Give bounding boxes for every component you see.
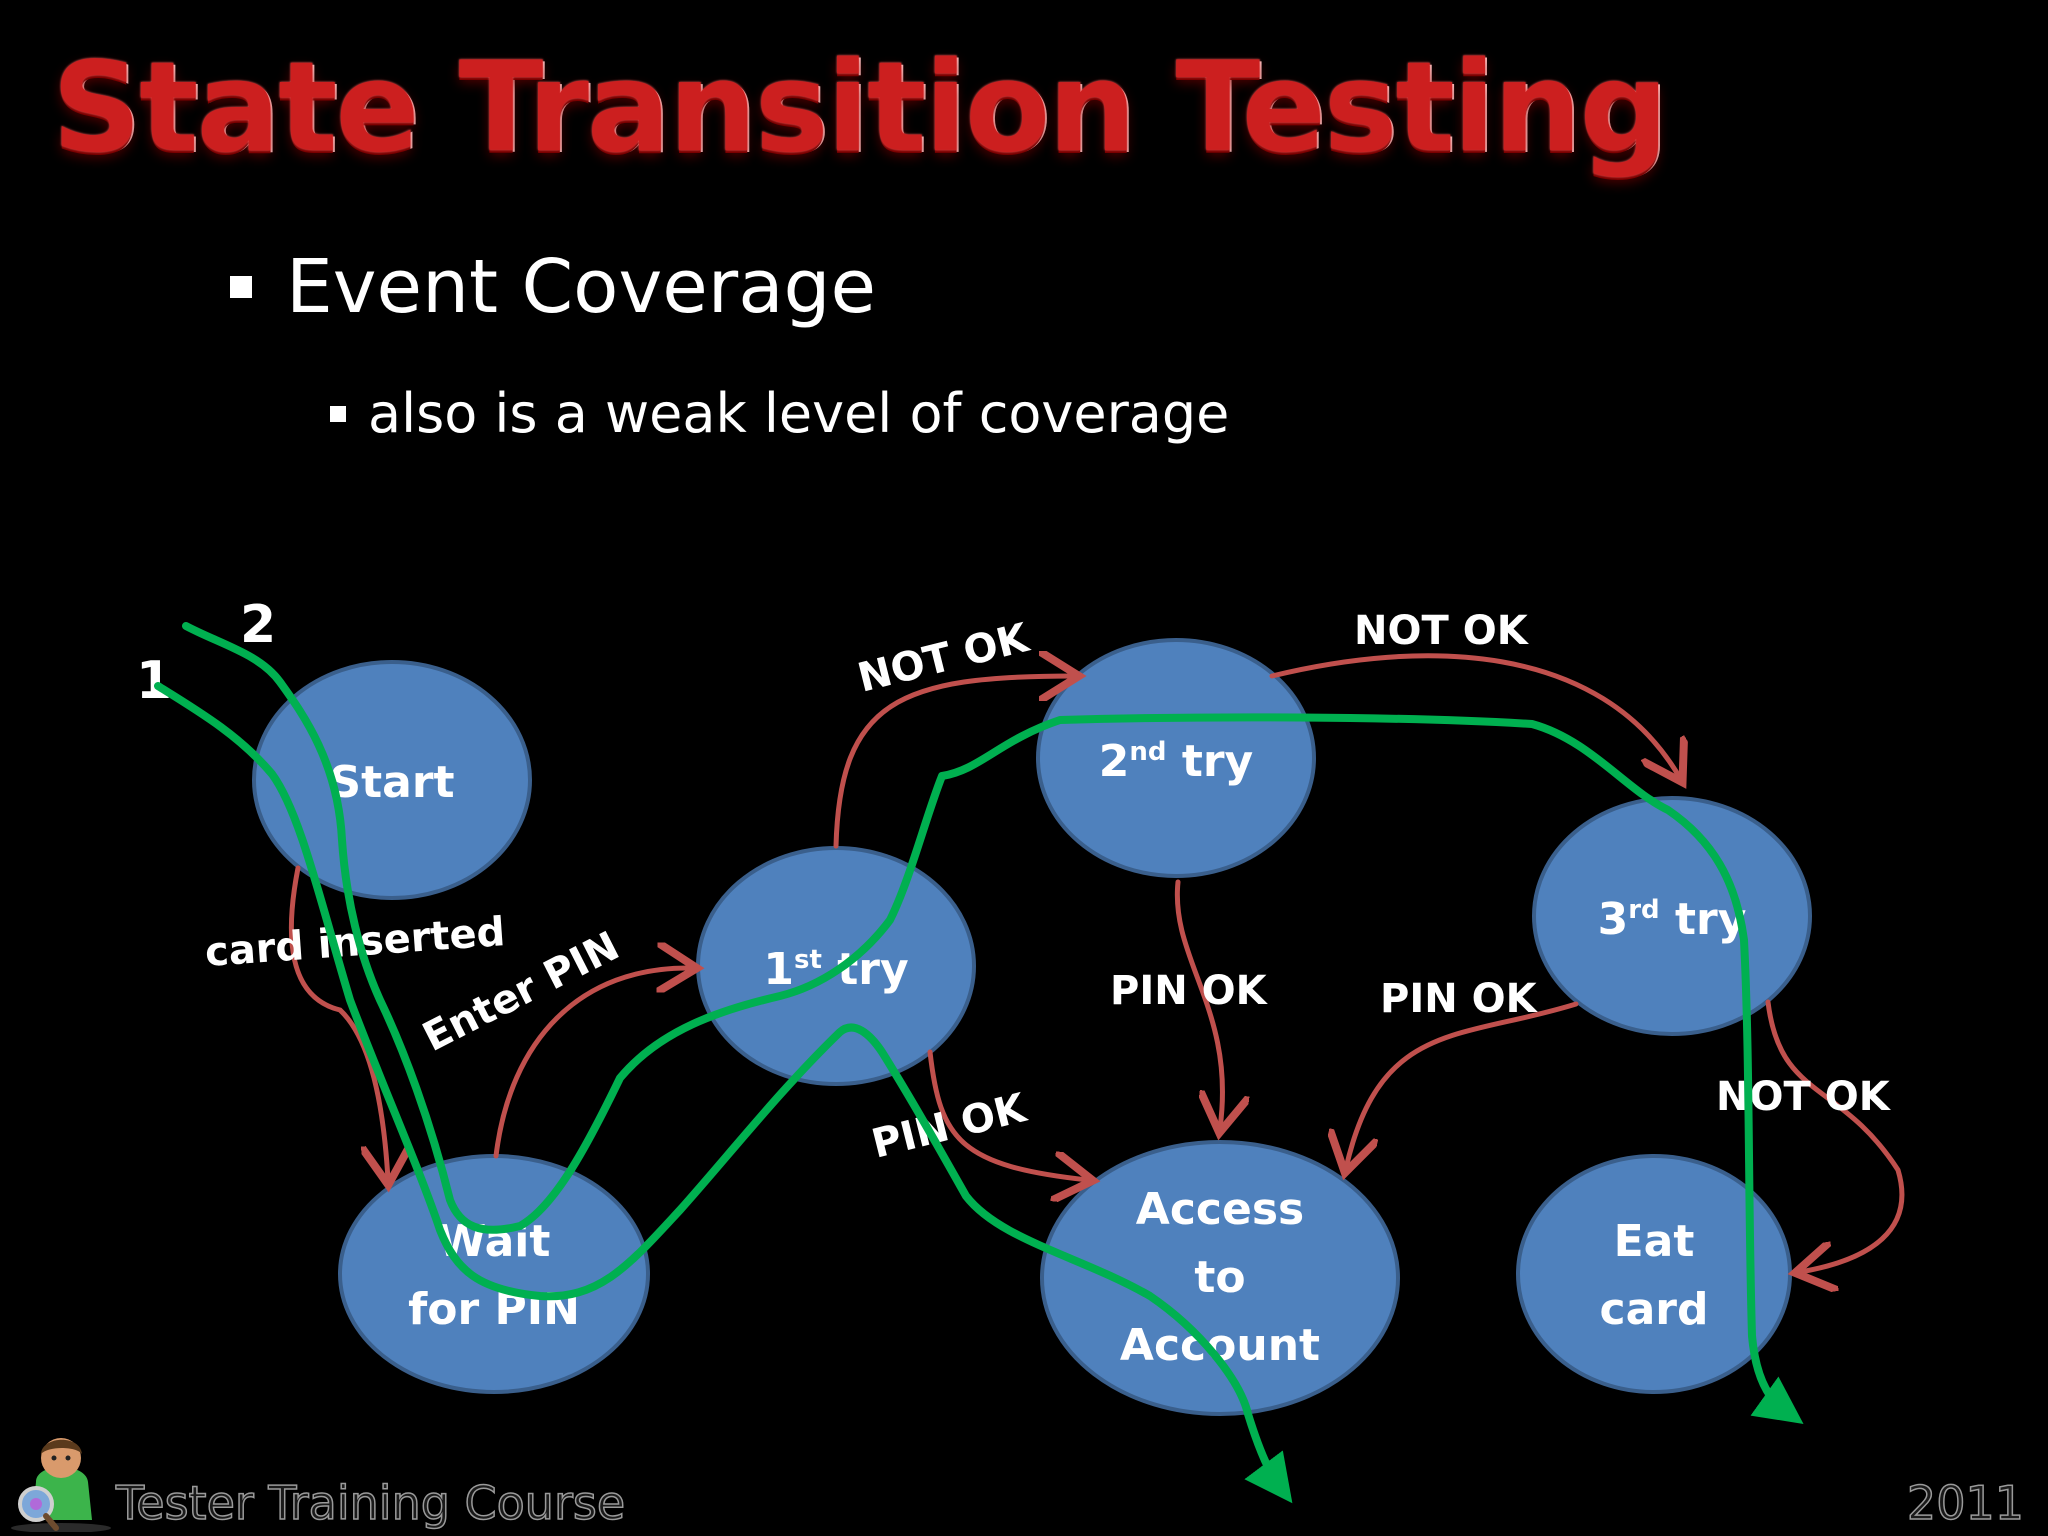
state-label: Eat (1614, 1216, 1695, 1267)
state-label: card (1600, 1284, 1709, 1335)
transition-not-ok-1-arrow (833, 676, 1074, 849)
transition-pin-ok-2-arrow (1174, 879, 1222, 1128)
transition-label-not-ok-3: NOT OK (1716, 1074, 1892, 1120)
ordinal-suffix: st (794, 945, 822, 975)
transition-enter-pin-arrow (493, 968, 692, 1159)
test-path-2 (182, 622, 1804, 1424)
state-label: 2nd try (1099, 736, 1253, 787)
state-label: for PIN (408, 1284, 580, 1335)
transition-not-ok-2-arrow (1269, 653, 1680, 778)
slide-title: State Transition Testing (52, 36, 1668, 180)
transition-label-pin-ok-2: PIN OK (1110, 968, 1269, 1014)
bullet-square-icon (330, 405, 346, 422)
ordinal-number: 1 (763, 944, 794, 995)
ordinal-suffix: rd (1628, 895, 1659, 925)
transition-pin-ok-1-arrow (927, 1049, 1088, 1180)
state-label: to (1194, 1252, 1245, 1303)
transition-not-ok-3-arrow (1765, 999, 1905, 1272)
bullet-event-coverage: Event Coverage (230, 244, 876, 330)
bullet-square-icon (230, 276, 252, 298)
sub-bullet-weak-coverage: also is a weak level of coverage (330, 382, 1229, 445)
transition-label-pin-ok-1: PIN OK (867, 1085, 1032, 1168)
transition-pin-ok-3-arrow (1346, 1001, 1579, 1168)
state-second-try: 2nd try (1036, 638, 1316, 878)
state-wait-for-pin: Wait for PIN (338, 1154, 650, 1394)
test-path-1-label: 1 (136, 651, 172, 711)
state-access-to-account: Access to Account (1040, 1140, 1400, 1416)
state-label: Access (1136, 1184, 1304, 1235)
state-start: Start (252, 660, 532, 900)
ordinal-suffix: nd (1129, 737, 1166, 767)
test-path-1 (154, 682, 1293, 1504)
transition-card-inserted-arrow (288, 865, 388, 1180)
state-label: 3rd try (1598, 894, 1747, 945)
footer-course-name: Tester Training Course (115, 1475, 626, 1531)
bullet-text: Event Coverage (286, 244, 877, 330)
transition-label-pin-ok-3: PIN OK (1380, 976, 1539, 1022)
ordinal-number: 3 (1598, 894, 1629, 945)
state-eat-card: Eat card (1516, 1154, 1792, 1394)
state-word: try (1167, 736, 1254, 787)
state-first-try: 1st try (696, 846, 976, 1086)
state-third-try: 3rd try (1532, 796, 1812, 1036)
course-mascot-logo (11, 1438, 111, 1532)
test-path-2-label: 2 (240, 595, 276, 655)
transition-label-not-ok-2: NOT OK (1354, 608, 1530, 654)
state-label: Start (329, 757, 454, 808)
ordinal-number: 2 (1099, 736, 1130, 787)
transition-label-not-ok-1: NOT OK (853, 615, 1035, 702)
footer-year: 2011 (1906, 1475, 2025, 1531)
sub-bullet-text: also is a weak level of coverage (368, 382, 1230, 445)
state-label: 1st try (763, 944, 908, 995)
